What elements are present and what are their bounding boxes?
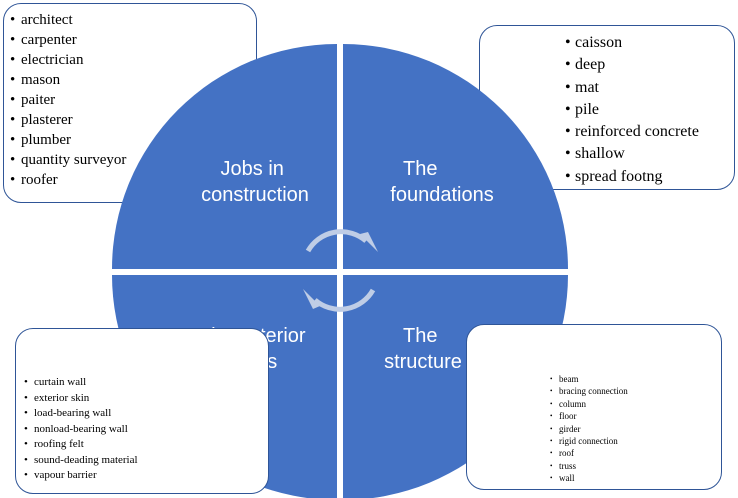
list-item: roofer: [10, 170, 126, 190]
list-item: sound-deading material: [24, 453, 138, 469]
list-item: shallow: [565, 143, 699, 166]
list-item: curtain wall: [24, 375, 138, 391]
list-item: architect: [10, 10, 126, 30]
list-item: deep: [565, 54, 699, 77]
label-foundations: The foundations: [390, 158, 493, 206]
list-item: vapour barrier: [24, 468, 138, 484]
label-jobs: Jobs in construction: [201, 158, 309, 206]
foundations-list: caissondeepmatpilereinforced concretesha…: [565, 32, 699, 189]
jobs-list: architectcarpenterelectricianmasonpaiter…: [10, 10, 126, 190]
list-item: roofing felt: [24, 437, 138, 453]
list-item: paiter: [10, 90, 126, 110]
list-item: column: [550, 398, 628, 411]
list-item: quantity surveyor: [10, 150, 126, 170]
list-item: plumber: [10, 130, 126, 150]
list-item: truss: [550, 460, 628, 473]
cycle-arrows-icon: [303, 229, 378, 312]
list-item: mat: [565, 77, 699, 100]
list-item: nonload-bearing wall: [24, 422, 138, 438]
list-item: girder: [550, 423, 628, 436]
list-item: wall: [550, 472, 628, 485]
list-item: spread footng: [565, 166, 699, 189]
list-item: mason: [10, 70, 126, 90]
list-item: roof: [550, 447, 628, 460]
list-item: carpenter: [10, 30, 126, 50]
label-structure: The structure: [384, 325, 462, 373]
list-item: bracing connection: [550, 385, 628, 398]
list-item: pile: [565, 99, 699, 122]
list-item: plasterer: [10, 110, 126, 130]
structure-list: beambracing connectioncolumnfloorgirderr…: [550, 373, 628, 485]
list-item: exterior skin: [24, 391, 138, 407]
list-item: electrician: [10, 50, 126, 70]
list-item: caisson: [565, 32, 699, 55]
list-item: reinforced concrete: [565, 121, 699, 144]
quadrant-jobs[interactable]: [112, 44, 337, 269]
quadrant-foundations[interactable]: [343, 44, 568, 269]
exterior-walls-list: curtain wallexterior skinload-bearing wa…: [24, 375, 138, 484]
list-item: beam: [550, 373, 628, 386]
list-item: rigid connection: [550, 435, 628, 448]
exterior-walls-list-box: curtain wallexterior skinload-bearing wa…: [15, 328, 269, 494]
list-item: floor: [550, 410, 628, 423]
structure-list-box: beambracing connectioncolumnfloorgirderr…: [466, 324, 722, 490]
list-item: load-bearing wall: [24, 406, 138, 422]
